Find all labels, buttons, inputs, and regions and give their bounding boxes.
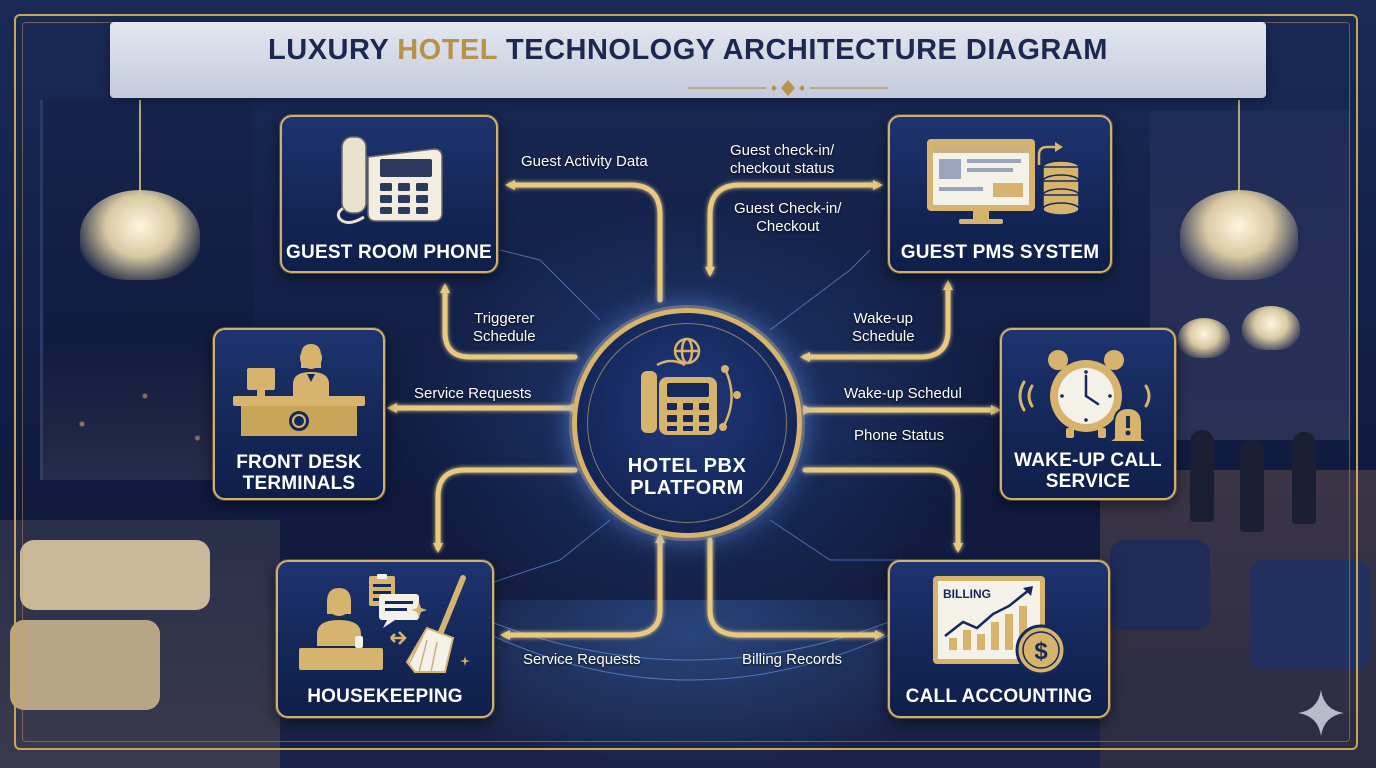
flow-label-service-requests-left: Service Requests — [414, 385, 532, 402]
background-chandelier — [80, 190, 200, 280]
flow-label-wakeup-schedul: Wake-up Schedul — [844, 385, 962, 402]
housekeeper-broom-icon — [299, 574, 470, 673]
svg-text:$: $ — [1034, 638, 1048, 665]
node-wake-up-call-service[interactable]: WAKE-UP CALL SERVICE — [1000, 328, 1176, 500]
flow-label-line: checkout status — [730, 160, 835, 177]
background-guest-figure — [1292, 432, 1316, 524]
flow-label-line: Triggerer — [474, 310, 535, 327]
title-prefix: LUXURY — [268, 34, 398, 66]
background-armchair — [10, 620, 160, 710]
background-guest-figure — [1240, 440, 1264, 532]
node-label: HOUSEKEEPING — [307, 686, 463, 707]
node-call-accounting[interactable]: BILLING $ CALL ACCOUNTING — [888, 560, 1110, 718]
hub-label-line: HOTEL PBX — [627, 455, 747, 477]
node-label: CALL ACCOUNTING — [905, 686, 1093, 707]
background-armchair — [1250, 560, 1370, 670]
gold-flow-lines — [387, 180, 1001, 640]
receptionist-desk-icon — [233, 344, 365, 436]
node-label: GUEST ROOM PHONE — [286, 242, 492, 263]
node-housekeeping[interactable]: HOUSEKEEPING — [276, 560, 494, 718]
flow-label-line: Guest check-in/ — [730, 142, 835, 159]
title-divider-ornament — [688, 80, 888, 96]
hotel-pbx-platform-hub[interactable]: HOTEL PBX PLATFORM — [572, 308, 802, 538]
hub-inner-ring — [587, 323, 787, 523]
flow-label-line: Schedule — [852, 328, 915, 345]
node-label-line: WAKE-UP CALL — [1014, 450, 1162, 471]
node-label-line: SERVICE — [1045, 471, 1131, 492]
desk-phone-icon — [336, 136, 443, 224]
background-chandelier-rod — [139, 100, 141, 200]
flow-label-line: Guest Check-in/ — [734, 200, 842, 217]
billing-icon-text: BILLING — [943, 587, 991, 601]
circuit-traces — [439, 249, 941, 681]
flow-label-line: Checkout — [756, 218, 820, 235]
flow-label-phone-status: Phone Status — [854, 427, 945, 444]
flow-label-guest-activity-data: Guest Activity Data — [521, 153, 648, 170]
background-chandelier — [1242, 306, 1300, 350]
node-front-desk-terminals[interactable]: FRONT DESK TERMINALS — [213, 328, 385, 500]
hub-label: HOTEL PBX PLATFORM — [577, 455, 797, 499]
background-lounge-left — [0, 520, 280, 768]
flow-label-checkin-checkout: Guest Check-in/ Checkout — [734, 200, 842, 236]
flow-label-triggerer-schedule: Triggerer Schedule — [473, 310, 536, 346]
background-chandelier — [1178, 318, 1230, 358]
background-armchair — [1110, 540, 1210, 630]
node-label: FRONT DESK TERMINALS — [215, 452, 383, 494]
sparkle-icon — [1298, 690, 1344, 736]
node-guest-room-phone[interactable]: GUEST ROOM PHONE — [280, 115, 498, 273]
background-guest-figure — [1190, 430, 1214, 522]
node-label: GUEST PMS SYSTEM — [900, 242, 1100, 263]
title-suffix: TECHNOLOGY ARCHITECTURE DIAGRAM — [497, 34, 1108, 66]
node-label-line: TERMINALS — [242, 473, 356, 494]
billing-chart-dollar-icon: BILLING $ — [933, 576, 1067, 676]
flow-label-wakeup-schedule: Wake-up Schedule — [852, 310, 915, 346]
flow-label-billing-records: Billing Records — [742, 651, 843, 668]
flow-label-service-requests-bottom: Service Requests — [523, 651, 641, 668]
background-chandelier-rod — [1238, 100, 1240, 200]
flow-label-line: Wake-up — [853, 310, 914, 327]
pbx-phone-network-icon — [641, 337, 741, 435]
title-banner: LUXURY HOTEL TECHNOLOGY ARCHITECTURE DIA… — [110, 22, 1266, 98]
alarm-clock-bell-icon — [1018, 350, 1151, 442]
diagram-title: LUXURY HOTEL TECHNOLOGY ARCHITECTURE DIA… — [110, 34, 1266, 67]
background-chandelier — [1180, 190, 1298, 280]
background-sofa — [20, 540, 210, 610]
title-highlight: HOTEL — [397, 34, 498, 66]
node-label-line: FRONT DESK — [236, 452, 362, 473]
flow-label-line: Schedule — [473, 328, 536, 345]
computer-database-icon — [927, 139, 1080, 224]
hub-label-line: PLATFORM — [630, 477, 744, 499]
node-label: WAKE-UP CALL SERVICE — [1002, 450, 1174, 492]
flow-label-checkin-status: Guest check-in/ checkout status — [730, 142, 834, 178]
node-guest-pms-system[interactable]: GUEST PMS SYSTEM — [888, 115, 1112, 273]
